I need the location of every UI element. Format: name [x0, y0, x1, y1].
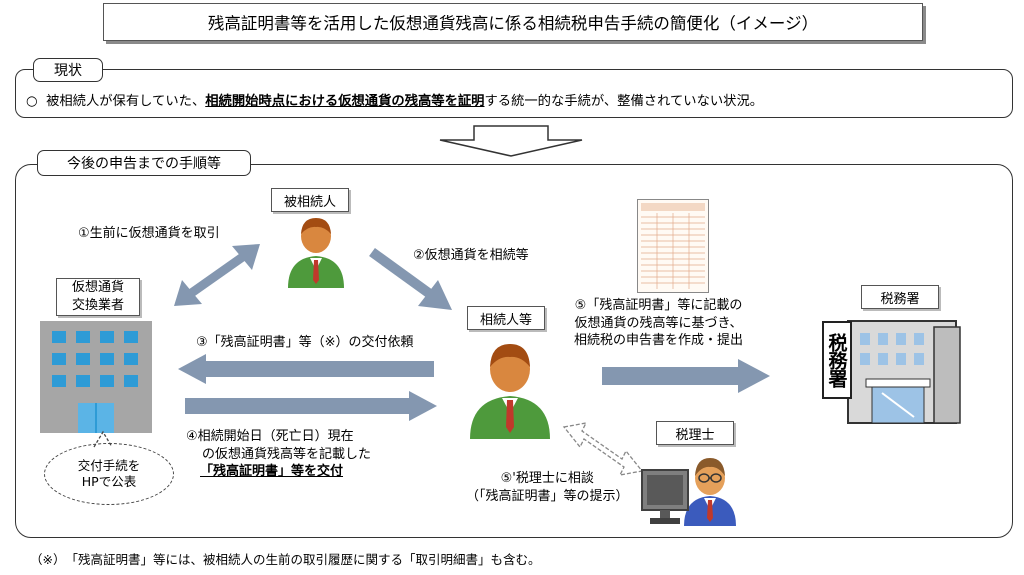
down-arrow-icon	[439, 125, 583, 157]
step5-line3: 相続税の申告書を作成・提出	[574, 333, 744, 349]
tax-office-sign: 税務署	[822, 321, 852, 399]
note-bubble: 交付手続を HPで公表	[44, 443, 174, 505]
heir-label: 相続人等	[467, 306, 545, 330]
step2-label: ②仮想通貨を相続等	[413, 248, 529, 263]
status-bullet: ○	[26, 94, 38, 109]
step5b-label: ⑤'税理士に相談 （「残高証明書」等の提示）	[466, 470, 629, 505]
footnote: （※） 「残高証明書」等には、被相続人の生前の取引履歴に関する「取引明細書」も含…	[30, 552, 541, 567]
tax-office-building-icon	[847, 320, 961, 424]
tax-office-label: 税務署	[861, 285, 939, 309]
step4-line3: 「残高証明書」等を交付	[200, 464, 344, 480]
step5-line1: ⑤「残高証明書」等に記載の	[574, 298, 743, 313]
step5-line2: 仮想通貨の残高等に基づき、	[574, 315, 743, 331]
tax-accountant-label: 税理士	[656, 421, 734, 445]
step3-label: ③「残高証明書」等（※）の交付依頼	[196, 335, 414, 350]
tax-return-form-icon	[637, 199, 709, 293]
bubble-pointer-icon	[93, 430, 113, 448]
step5-label: ⑤「残高証明書」等に記載の 仮想通貨の残高等に基づき、 相続税の申告書を作成・提…	[574, 297, 743, 350]
step5b-line2: （「残高証明書」等の提示）	[466, 488, 629, 504]
step4-line2: の仮想通貨残高等を記載した	[202, 446, 372, 462]
status-tag: 現状	[33, 58, 103, 82]
note-bubble-line1: 交付手続を	[77, 457, 141, 473]
status-box	[15, 69, 1013, 118]
page-title: 残高証明書等を活用した仮想通貨残高に係る相続税申告手続の簡便化（イメージ）	[103, 3, 923, 41]
step1-label: ①生前に仮想通貨を取引	[78, 226, 220, 241]
decedent-person-icon	[288, 218, 344, 288]
step4-line1: ④相続開始日（死亡日）現在	[186, 429, 354, 444]
note-bubble-line2: HPで公表	[81, 474, 137, 489]
exchange-label-line2: 交換業者	[71, 298, 124, 313]
status-text: ○ 被相続人が保有していた、相続開始時点における仮想通貨の残高等を証明する統一的…	[26, 90, 763, 109]
process-box	[15, 164, 1013, 538]
process-tag: 今後の申告までの手順等	[37, 150, 251, 176]
tax-accountant-person-icon	[641, 458, 736, 526]
step1-arrow-icon	[174, 244, 260, 306]
step4-label: ④相続開始日（死亡日）現在 の仮想通貨残高等を記載した 「残高証明書」等を交付	[186, 428, 371, 481]
decedent-label: 被相続人	[271, 188, 349, 212]
step5b-line1: ⑤'税理士に相談	[500, 471, 594, 486]
status-text-before: 被相続人が保有していた、	[46, 94, 206, 109]
exchange-label-line1: 仮想通貨	[71, 280, 124, 296]
status-text-emphasis: 相続開始時点における仮想通貨の残高等を証明	[205, 94, 485, 109]
step3-arrow-icon	[178, 354, 434, 384]
step2-arrow-icon	[369, 247, 452, 310]
exchange-label: 仮想通貨 交換業者	[56, 278, 140, 316]
step5-arrow-icon	[602, 359, 770, 393]
heir-person-icon	[470, 344, 550, 439]
status-text-after: する統一的な手続が、整備されていない状況。	[484, 94, 764, 109]
exchange-building-icon	[40, 321, 152, 433]
step4-arrow-icon	[185, 391, 437, 421]
